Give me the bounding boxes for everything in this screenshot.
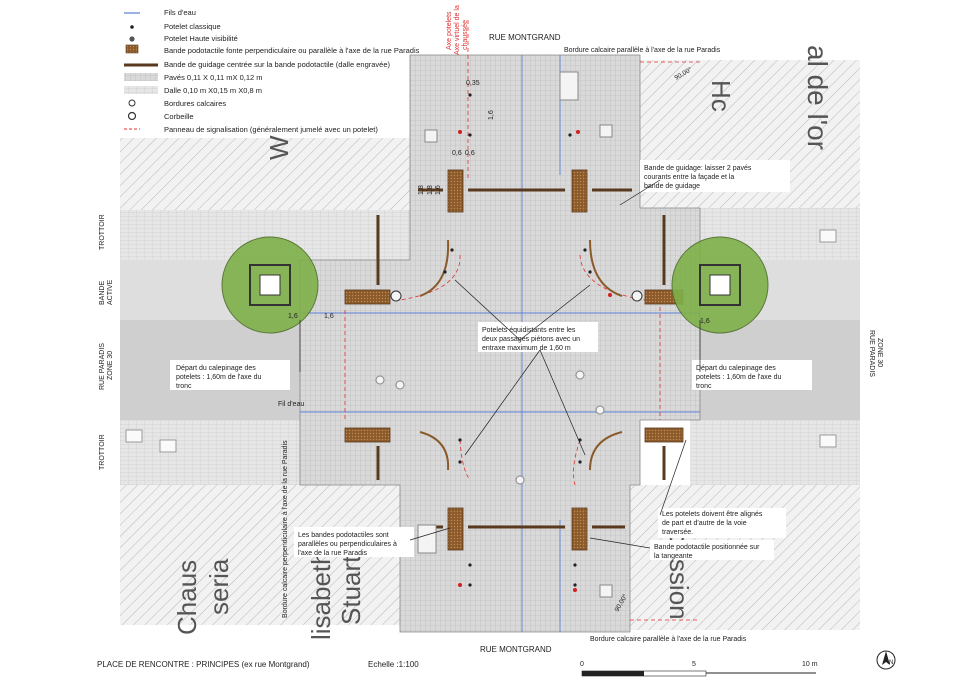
background-street-names: W Hc al de l'or Chaus seria lisabeth Stu… <box>172 45 833 640</box>
tactile-strip-icon <box>125 44 139 54</box>
annotation-text: Départ du calepinage des <box>176 365 256 372</box>
dimension: 1,6 <box>324 313 334 320</box>
annotation-text: deux passages piétons avec un <box>482 336 580 343</box>
bordure-vertical-label: Bordure calcaire perpendiculaire à l'axe… <box>282 440 289 618</box>
dimension: 0,6 <box>465 150 475 157</box>
legend-label: Bordures calcaires <box>164 99 226 108</box>
north-label: N <box>889 660 893 666</box>
trees <box>221 236 769 334</box>
title-block: PLACE DE RENCONTRE : PRINCIPES (ex rue M… <box>97 650 896 677</box>
legend-label: Panneau de signalisation (généralement j… <box>164 125 378 134</box>
dimensions: 0,35 1,6 0,6 0,6 1,8 1,8 1,6 1,6 1,6 1,6 <box>288 80 710 325</box>
bin-icon <box>127 111 137 121</box>
annotation-text: entraxe maximum de 1,60 m <box>482 345 571 352</box>
legend-label: Bande de guidage centrée sur la bande po… <box>164 60 390 69</box>
scale-tick: 5 <box>692 661 696 668</box>
legend-label: Potelet classique <box>164 22 221 31</box>
axe-virtuel-label: Axe potelets <box>446 11 453 50</box>
annotation-text: l'axe de la rue Paradis <box>298 550 368 557</box>
bins <box>390 290 643 302</box>
legend: Fils d'eau Potelet classique Potelet Hau… <box>124 8 420 134</box>
annotation-text: la tangeante <box>654 553 693 560</box>
axe-virtuel-label: Axe virtuel de la <box>454 5 461 55</box>
bande-active: BANDE <box>99 281 106 305</box>
bg-name: Stuart <box>336 555 366 625</box>
dimension: 0,35 <box>466 80 480 87</box>
annotation-text: Les bandes podotactiles sont <box>298 532 389 539</box>
fil-eau-label: Fil d'eau <box>278 401 304 408</box>
dimension: 1,8 <box>418 185 425 195</box>
dimension: 1,6 <box>700 318 710 325</box>
bande-active: ACTIVE <box>107 279 114 305</box>
legend-label: Bande podotactile fonte perpendiculaire … <box>164 46 420 55</box>
trottoir-bottom: TROTTOIR <box>99 434 106 470</box>
dimension: 1,6 <box>288 313 298 320</box>
bollards <box>443 93 612 592</box>
scale-tick: 0 <box>580 661 584 668</box>
axe-virtuel-label: chaussée <box>462 20 469 50</box>
dimension: 1,8 <box>427 185 434 195</box>
annotation-text: tronc <box>176 383 192 390</box>
bg-name: seria <box>204 558 234 615</box>
trottoir-top: TROTTOIR <box>99 214 106 250</box>
scale-label: Echelle :1:100 <box>368 660 419 669</box>
annotation-text: potelets : 1,60m de l'axe du <box>176 374 261 381</box>
annotation-text: courants entre la façade et la <box>644 174 734 181</box>
annotation-text: Bande de guidage: laisser 2 pavés <box>644 165 752 172</box>
paving-icon <box>124 73 158 81</box>
bg-name: lisabeth <box>306 550 336 640</box>
dimension: 0,6 <box>452 150 462 157</box>
bollard-icon <box>130 25 134 29</box>
curb-icon <box>128 99 136 107</box>
slab-icon <box>124 86 158 94</box>
bg-name: Chaus <box>172 560 202 635</box>
annotation-text: Bande podotactile positionnée sur <box>654 544 760 551</box>
legend-label: Pavés 0,11 X 0,11 mX 0,12 m <box>164 73 263 82</box>
bg-name: Hc <box>706 80 736 112</box>
scale-bar <box>581 670 816 677</box>
guide-curves <box>419 239 623 471</box>
legend-label: Dalle 0,10 m X0,15 m X0,8 m <box>164 86 262 95</box>
annotation-text: Potelets équidistants entre les <box>482 327 576 334</box>
annotation-text: Les potelets doivent être alignés <box>662 511 763 518</box>
legend-label: Fils d'eau <box>164 8 196 17</box>
bg-name: al de l'or <box>802 45 833 150</box>
annotation-text: bande de guidage <box>644 183 700 190</box>
bordure-bottom-label: Bordure calcaire parallèle à l'axe de la… <box>590 636 747 643</box>
drawing-title: PLACE DE RENCONTRE : PRINCIPES (ex rue M… <box>97 660 310 669</box>
annotation-text: traversée. <box>662 529 693 536</box>
street-furniture <box>375 71 613 598</box>
high-visibility-bollard-icon <box>129 36 135 42</box>
annotation-text: Départ du calepinage des <box>696 365 776 372</box>
rue-paradis-left: RUE PARADIS <box>99 343 106 390</box>
annotations: Bande de guidage: laisser 2 pavés couran… <box>170 160 812 560</box>
scale-tick: 10 m <box>802 661 818 668</box>
annotation-text: parallèles ou perpendiculaires à <box>298 541 397 548</box>
bordure-top-label: Bordure calcaire parallèle à l'axe de la… <box>564 47 721 54</box>
rue-paradis-right: ZONE 30 <box>876 338 883 367</box>
rue-montgrand-top: RUE MONTGRAND <box>489 33 561 42</box>
rue-paradis-left: ZONE 30 <box>107 351 114 380</box>
annotation-text: potelets : 1,60m de l'axe du <box>696 374 781 381</box>
bg-name: W <box>264 135 294 160</box>
dimension: 1,6 <box>435 185 442 195</box>
dimension: 1,6 <box>488 110 495 120</box>
tactile-strips <box>344 169 684 551</box>
annotation-text: de part et d'autre de la voie <box>662 520 747 527</box>
rue-montgrand-bottom: RUE MONTGRAND <box>480 645 552 654</box>
annotation-text: tronc <box>696 383 712 390</box>
legend-label: Corbeille <box>164 112 194 121</box>
rue-paradis-right: RUE PARADIS <box>868 330 875 377</box>
leader-lines <box>299 179 701 549</box>
legend-label: Potelet Haute visibilité <box>164 34 238 43</box>
